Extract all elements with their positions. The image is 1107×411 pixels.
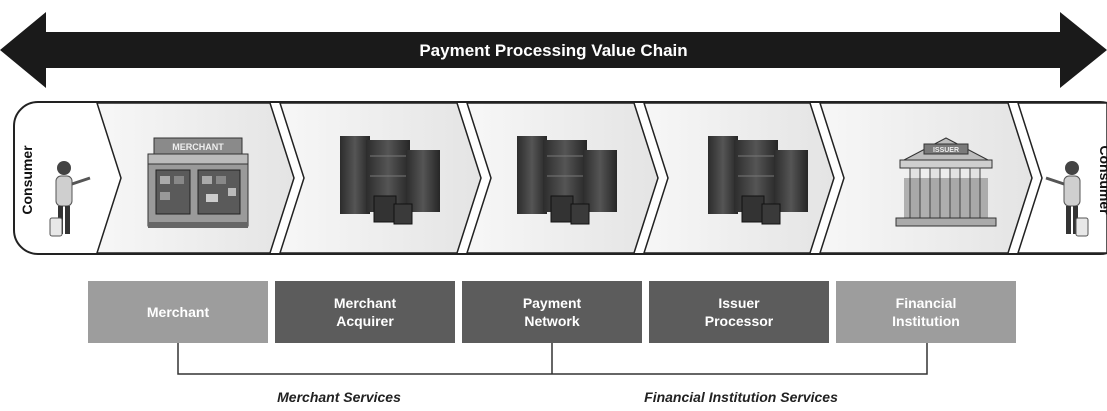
consumer-left-icon xyxy=(49,161,91,237)
merchant-acquirer-box: Merchant Acquirer xyxy=(275,281,455,343)
server-acquirer-icon xyxy=(340,136,440,225)
issuer-processor-box: Issuer Processor xyxy=(649,281,829,343)
chevron-right-end xyxy=(1016,102,1107,254)
consumer-left-label: Consumer xyxy=(19,145,35,215)
chain-panel: MERCHANT ISSUER xyxy=(13,101,1107,255)
merchant-services-label: Merchant Services xyxy=(277,389,401,405)
server-issuer-icon xyxy=(708,136,808,225)
service-brackets xyxy=(177,343,928,375)
financial-institution-box: Financial Institution xyxy=(836,281,1016,343)
bank-building-icon: ISSUER xyxy=(895,137,997,227)
financial-institution-services-label: Financial Institution Services xyxy=(644,389,838,405)
payment-network-box: Payment Network xyxy=(462,281,642,343)
consumer-right-label: Consumer xyxy=(1097,145,1107,215)
merchant-box: Merchant xyxy=(88,281,268,343)
value-chain-arrow xyxy=(0,12,1107,88)
merchant-store-icon: MERCHANT xyxy=(147,137,249,228)
svg-text:MERCHANT: MERCHANT xyxy=(172,142,224,152)
server-network-icon xyxy=(517,136,617,225)
svg-text:ISSUER: ISSUER xyxy=(933,147,959,154)
banner-title: Payment Processing Value Chain xyxy=(419,41,688,60)
consumer-right-icon xyxy=(1045,161,1089,237)
